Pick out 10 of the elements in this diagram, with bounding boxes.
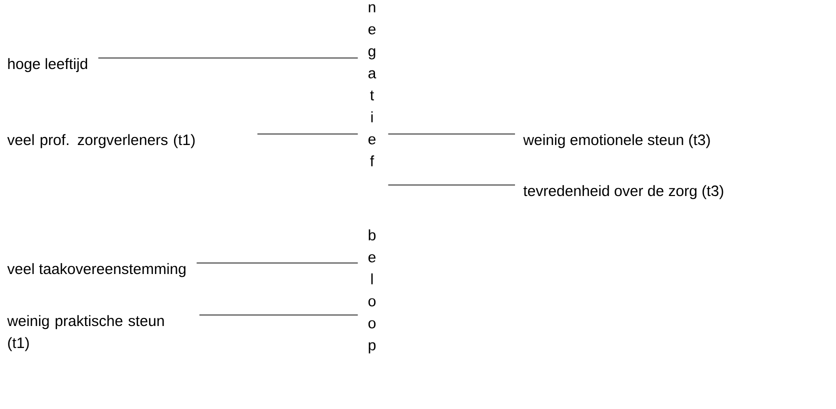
connector-line [199, 314, 358, 316]
factor-label: veel prof. zorgverleners (t1) [7, 134, 195, 148]
factor-label: weinig emotionele steun (t3) [523, 134, 710, 148]
connector-line [388, 184, 516, 186]
connector-line [196, 262, 358, 264]
factor-label: weinig praktische steun (t1) [7, 315, 164, 352]
factor-label: tevredenheid over de zorg (t3) [523, 185, 724, 200]
factor-label: hoge leeftijd [8, 58, 88, 72]
vertical-word: negatief beloop [368, 4, 376, 354]
factor-label: veel taakovereenstemming [7, 263, 186, 278]
